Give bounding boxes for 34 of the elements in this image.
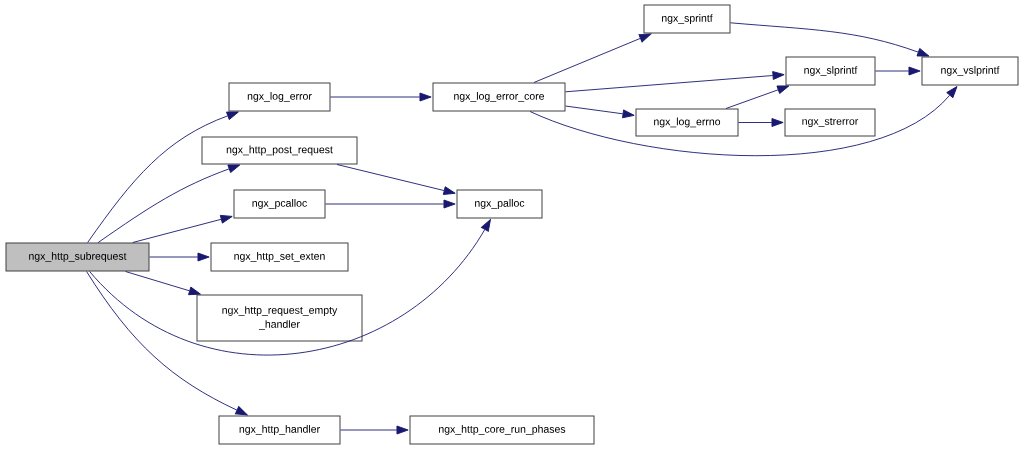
function-box: ngx_log_error (228, 82, 331, 112)
function-box: ngx_log_errno (635, 108, 739, 137)
arrow (725, 85, 790, 109)
arrow (97, 164, 241, 243)
arrow (89, 219, 491, 356)
arrow (340, 425, 409, 435)
arrow (86, 271, 248, 416)
function-box: ngx_slprintf (785, 56, 876, 86)
arrow (87, 111, 239, 243)
function-box: ngx_http_set_exten (210, 242, 349, 272)
function-box: ngx_strerror (784, 108, 876, 137)
arrow (565, 105, 635, 119)
function-box: ngx_vslprintf (921, 56, 1019, 86)
arrow (529, 86, 958, 157)
arrow (533, 33, 652, 83)
arrow (875, 66, 921, 76)
function-box: ngx_http_post_request (201, 136, 358, 165)
function-box: ngx_pcalloc (233, 189, 326, 219)
function-box: ngx_http_handler (218, 415, 341, 445)
arrow (336, 164, 456, 195)
arrow (125, 271, 201, 296)
function-box: ngx_sprintf (643, 4, 731, 34)
arrow (325, 199, 456, 209)
arrow (730, 22, 930, 57)
arrow (149, 252, 210, 262)
function-box: ngx_palloc (456, 189, 543, 219)
function-box: ngx_http_request_empty _handler (196, 294, 363, 342)
arrow (565, 71, 785, 93)
arrow (738, 118, 784, 127)
function-box: ngx_http_core_run_phases (409, 415, 595, 445)
function-box: ngx_http_subrequest (5, 242, 150, 272)
function-box: ngx_log_error_core (432, 82, 566, 112)
arrow (132, 214, 233, 243)
arrow (330, 92, 432, 102)
